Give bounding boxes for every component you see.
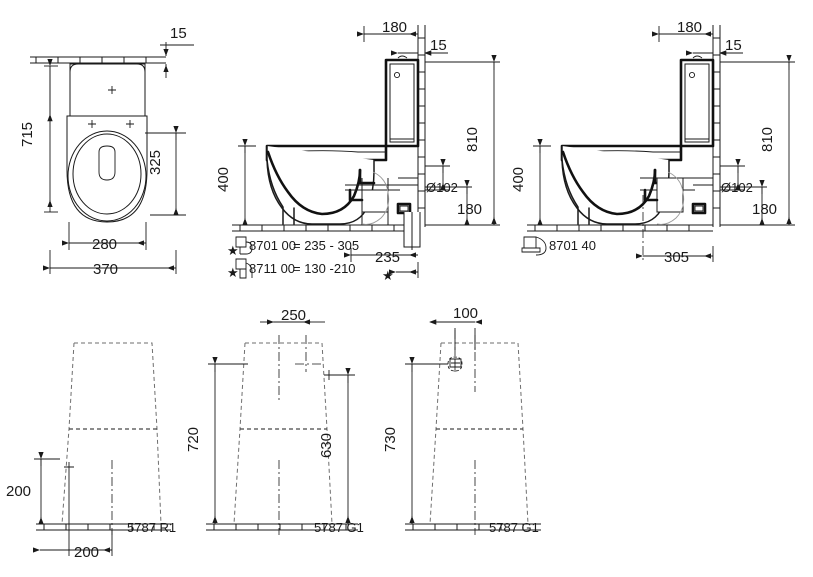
g1a-dim-630: 630: [318, 367, 355, 524]
plan-dim-370-label: 370: [93, 261, 118, 278]
side-b-cistern: [679, 55, 715, 148]
g1b-supply-outlet: [447, 356, 463, 372]
g1b-pedestal-outline: [429, 342, 529, 525]
side-a-dim-180-top: 180: [356, 19, 418, 42]
side-b-dim-180-top: 180: [651, 19, 713, 42]
side-b-pan: [560, 144, 683, 225]
side-elevation-b-group: 180 15 400: [510, 19, 795, 266]
side-a-dim-810: 810: [425, 54, 500, 226]
plan-dim-280-label: 280: [92, 236, 117, 253]
g1a-dim-250-label: 250: [281, 307, 306, 324]
side-a-part-icon-0: [235, 236, 253, 255]
g1a-dim-720-label: 720: [185, 427, 202, 452]
side-b-dim-400-label: 400: [510, 167, 527, 192]
side-b-dim-180-top-label: 180: [677, 19, 702, 36]
g1b-dim-100: 100: [429, 305, 483, 350]
side-a-dim-15-label: 15: [430, 37, 447, 54]
r1-dim-200-horz: 200: [32, 472, 113, 561]
r1-view-label: 5787 R1: [127, 520, 176, 535]
side-a-dim-810-label: 810: [464, 127, 481, 152]
g1b-dim-730: 730: [382, 356, 448, 524]
side-b-dim-d102-label: Ø102: [721, 180, 753, 195]
plan-dim-280: 280: [61, 222, 147, 253]
g1a-floor: [206, 523, 358, 531]
side-a-star-marker: ★: [382, 268, 394, 283]
side-a-dim-235: 235: [343, 248, 418, 266]
plan-pan-outline: [66, 115, 148, 223]
side-a-part-range-1: = 130 -210: [293, 261, 356, 276]
side-a-bottom-ticks: [388, 262, 419, 278]
side-b-dim-400: 400: [510, 138, 551, 226]
plan-cistern-outline: [69, 63, 146, 117]
side-a-part-star-1: ★: [227, 265, 239, 280]
side-b-dim-d102: Ø102: [720, 158, 753, 195]
side-b-dim-305: 305: [635, 246, 714, 266]
plan-dim-325: 325: [145, 125, 186, 216]
plan-view-group: 15 715 325: [19, 25, 194, 278]
g1b-view-label: 5787 G1: [489, 520, 539, 535]
side-b-dim-810-label: 810: [759, 127, 776, 152]
side-a-part-code-0: 8701 00: [249, 238, 296, 253]
r1-supply-cross: [64, 462, 74, 472]
plan-dim-715: 715: [19, 58, 58, 213]
side-a-part-star-0: ★: [227, 243, 239, 258]
g1b-floor: [405, 523, 541, 531]
rough-in-r1-group: 200 200: [6, 342, 171, 561]
side-a-dim-d102-label: Ø102: [426, 180, 458, 195]
side-b-floor: [527, 224, 713, 232]
side-b-dim-305-label: 305: [664, 249, 689, 266]
g1a-dim-630-label: 630: [318, 433, 335, 458]
r1-dim-200-vert-label: 200: [6, 483, 31, 500]
side-a-cistern: [384, 55, 420, 148]
g1a-fix-cross: [324, 370, 334, 380]
side-a-dim-235-label: 235: [375, 249, 400, 266]
g1b-dim-100-label: 100: [453, 305, 478, 322]
plan-rim-outer: [67, 130, 147, 222]
r1-dim-200-vert: 200: [6, 451, 60, 525]
plan-flush-tongue: [98, 145, 116, 181]
side-b-part-code-0: 8701 40: [549, 238, 596, 253]
plan-dim-325-label: 325: [147, 150, 164, 175]
side-a-dim-180-outlet-label: 180: [457, 201, 482, 218]
side-a-dim-d102: Ø102: [425, 158, 458, 195]
side-a-part-icon-1: [235, 258, 253, 279]
g1b-dim-730-label: 730: [382, 427, 399, 452]
side-b-outlet-pipework: [640, 171, 713, 260]
side-b-dim-180-outlet: 180: [720, 179, 777, 226]
side-a-pan: [265, 144, 388, 225]
side-b-dim-15: 15: [685, 37, 743, 56]
plan-fixing-marks: [88, 86, 134, 128]
rough-in-g1b-group: 100 730: [382, 305, 541, 535]
side-a-dim-400: 400: [215, 138, 256, 226]
side-a-outlet-pipework: [345, 171, 421, 250]
plan-dim-15-label: 15: [170, 25, 187, 42]
side-a-dim-15: 15: [390, 37, 448, 56]
plan-wall-hatch: [30, 56, 166, 64]
side-a-part-range-0: = 235 - 305: [293, 238, 359, 253]
plan-dim-370: 370: [42, 250, 177, 278]
plan-dim-715-label: 715: [19, 122, 36, 147]
side-b-dim-810: 810: [720, 54, 795, 226]
r1-dim-200-horz-label: 200: [74, 544, 99, 561]
plan-dim-15: 15: [160, 25, 194, 78]
plan-rim-inner: [72, 133, 142, 215]
side-a-dim-180-top-label: 180: [382, 19, 407, 36]
side-a-floor: [232, 224, 418, 232]
side-a-dim-180-outlet: 180: [425, 179, 482, 226]
g1a-dim-250: 250: [260, 307, 325, 325]
side-a-part-code-1: 8711 00: [249, 261, 295, 276]
side-b-part-icon-0: [521, 236, 547, 256]
r1-pedestal-outline: [61, 342, 162, 525]
side-b-dim-15-label: 15: [725, 37, 742, 54]
side-elevation-a-group: 180 15 400: [215, 19, 500, 283]
g1a-dim-720: 720: [185, 356, 248, 524]
side-a-dim-400-label: 400: [215, 167, 232, 192]
rough-in-g1a-group: 250 720 630: [185, 307, 358, 535]
g1a-view-label: 5787 G1: [314, 520, 364, 535]
side-b-dim-180-outlet-label: 180: [752, 201, 777, 218]
r1-floor: [36, 523, 171, 531]
